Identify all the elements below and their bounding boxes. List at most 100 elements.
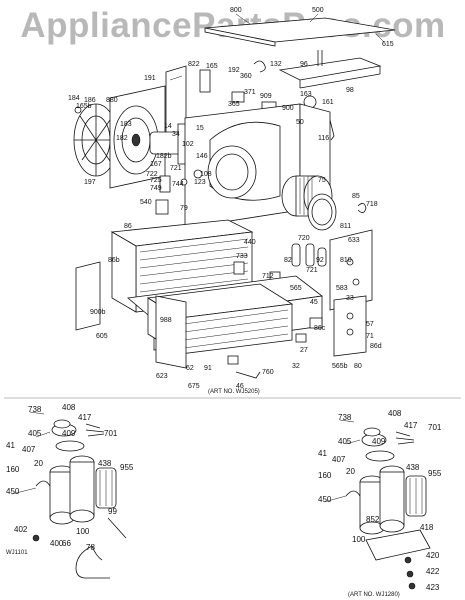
callout-99-left: 99 — [108, 507, 117, 516]
callout-184: 184 — [68, 95, 80, 102]
callout-405-left: 405 — [28, 429, 42, 438]
callout-85: 85 — [352, 193, 360, 200]
callout-20-right: 20 — [346, 467, 355, 476]
callout-422-right: 422 — [426, 567, 440, 576]
callout-182b: 182b — [156, 153, 172, 160]
callout-407-right: 407 — [332, 455, 346, 464]
callout-450-right: 450 — [318, 495, 332, 504]
callout-20-left: 20 — [34, 459, 43, 468]
callout-721: 721 — [306, 267, 318, 274]
callout-407-left: 407 — [22, 445, 36, 454]
art-number-main: (ART NO. WJ5205) — [208, 389, 260, 395]
callout-146: 146 — [196, 153, 208, 160]
callout-132: 132 — [270, 61, 282, 68]
callout-565b: 565b — [332, 363, 348, 370]
callout-420-right: 420 — [426, 551, 440, 560]
callout-79: 79 — [180, 205, 188, 212]
callout-86c: 86c — [314, 325, 326, 332]
callout-186: 186 — [84, 97, 96, 104]
left-compressor — [32, 419, 127, 579]
callout-15: 15 — [196, 125, 204, 132]
callout-880: 880 — [106, 97, 118, 104]
callout-721: 721 — [170, 165, 182, 172]
callout-191: 191 — [144, 75, 156, 82]
callout-33: 33 — [346, 295, 354, 302]
callout-810: 810 — [340, 257, 352, 264]
callout-675: 675 — [188, 383, 200, 390]
callout-450-left: 450 — [6, 487, 20, 496]
callout-182: 182 — [116, 135, 128, 142]
callout-102: 102 — [182, 141, 194, 148]
callout-738-left: 738 — [28, 405, 42, 414]
callout-565: 565 — [290, 285, 302, 292]
callout-409-right: 409 — [372, 437, 386, 446]
callout-371: 371 — [244, 89, 256, 96]
callout-365: 365 — [228, 101, 240, 108]
callout-183: 183 — [120, 121, 132, 128]
callout-400-left: 400 — [50, 539, 64, 548]
callout-86b: 86b — [108, 257, 120, 264]
callout-738-right: 738 — [338, 413, 352, 422]
callout-822: 822 — [188, 61, 200, 68]
callout-500: 500 — [312, 7, 324, 14]
callout-41-right: 41 — [318, 449, 327, 458]
callout-71: 71 — [366, 333, 374, 340]
callout-900b: 900b — [90, 309, 106, 316]
callout-852-right: 852 — [366, 515, 380, 524]
callout-955-left: 955 — [120, 463, 134, 472]
callout-91: 91 — [204, 365, 212, 372]
callout-80: 80 — [354, 363, 362, 370]
callout-423-right: 423 — [426, 583, 440, 592]
switch-box — [333, 295, 367, 357]
callout-100-left: 100 — [76, 527, 90, 536]
small-parts-left — [74, 106, 203, 215]
callout-633: 633 — [348, 237, 360, 244]
callout-583: 583 — [336, 285, 348, 292]
callout-108: 108 — [200, 171, 212, 178]
callout-733: 733 — [236, 253, 248, 260]
callout-440: 440 — [244, 239, 256, 246]
callout-41-left: 41 — [6, 441, 15, 450]
callout-161: 161 — [322, 99, 334, 106]
callout-167: 167 — [150, 161, 162, 168]
callout-360: 360 — [240, 73, 252, 80]
callout-82: 82 — [284, 257, 292, 264]
callout-720: 720 — [298, 235, 310, 242]
control-panel — [329, 229, 373, 311]
callout-165b: 165b — [76, 103, 92, 110]
leader-lines — [11, 13, 385, 503]
callout-46: 46 — [236, 383, 244, 390]
callout-438-right: 438 — [406, 463, 420, 472]
rail-bracket — [278, 50, 382, 89]
capacitors — [233, 243, 327, 285]
blower-housing — [184, 103, 331, 229]
callout-417-left: 417 — [78, 413, 92, 422]
callout-86d: 86d — [370, 343, 382, 350]
callout-96: 96 — [300, 61, 308, 68]
callout-417-right: 417 — [404, 421, 418, 430]
callout-988: 988 — [160, 317, 172, 324]
callout-438-left: 438 — [98, 459, 112, 468]
callout-760: 760 — [262, 369, 274, 376]
callout-955-right: 955 — [428, 469, 442, 478]
callout-197: 197 — [84, 179, 96, 186]
callout-32: 32 — [292, 363, 300, 370]
front-panel — [155, 295, 187, 369]
callout-722: 722 — [146, 171, 158, 178]
callout-66-left: 66 — [62, 539, 71, 548]
callout-900: 900 — [282, 105, 294, 112]
callout-418-right: 418 — [420, 523, 434, 532]
callout-27: 27 — [300, 347, 308, 354]
callout-800: 800 — [230, 7, 242, 14]
right-compressor — [345, 427, 431, 590]
callout-718: 718 — [366, 201, 378, 208]
callout-701-right: 701 — [428, 423, 442, 432]
callout-78-left: 78 — [86, 543, 95, 552]
callout-409-left: 409 — [62, 429, 76, 438]
art-number-left: WJ1101 — [6, 550, 28, 556]
callout-712: 712 — [262, 273, 274, 280]
callout-623: 623 — [156, 373, 168, 380]
callout-811: 811 — [340, 223, 351, 230]
callout-160-left: 160 — [6, 465, 20, 474]
